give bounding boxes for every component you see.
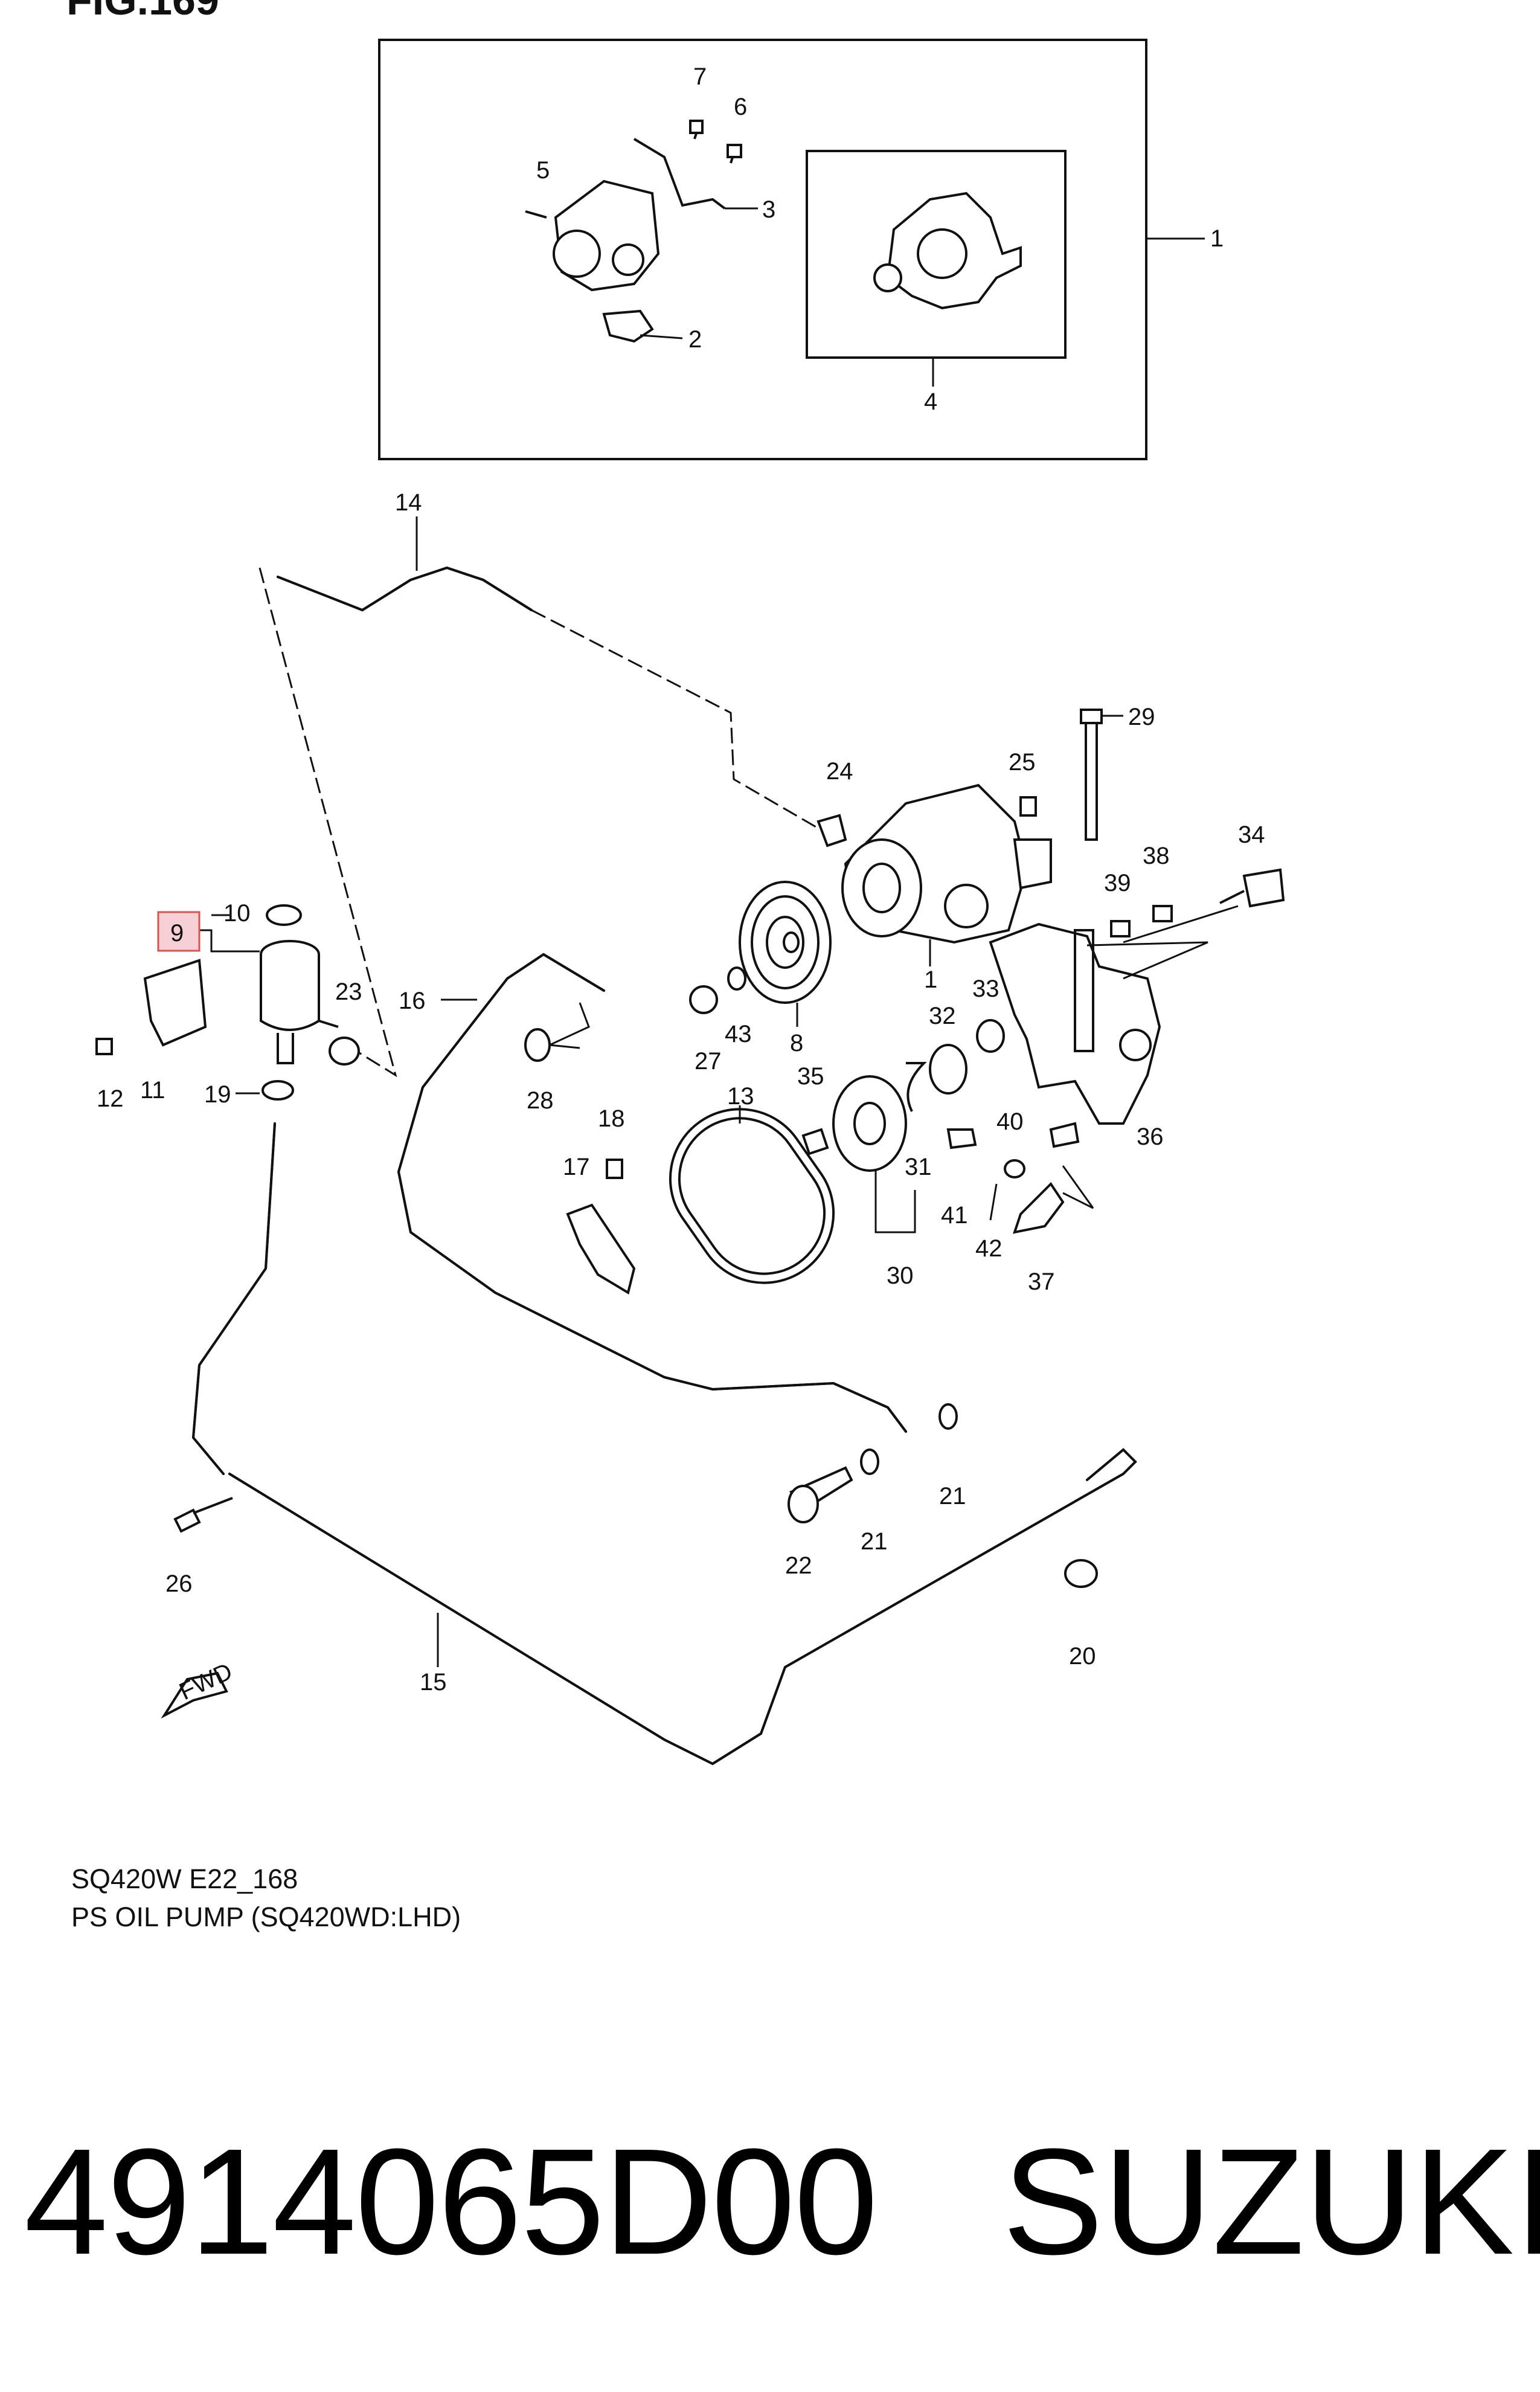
- callout-36: 36: [1137, 1124, 1164, 1150]
- highlight-box-9: [157, 911, 201, 952]
- callout-26: 26: [165, 1571, 193, 1597]
- callout-13: 13: [727, 1083, 754, 1110]
- callout-41: 41: [941, 1202, 968, 1229]
- callout-3: 3: [762, 196, 775, 223]
- callout-16: 16: [399, 988, 426, 1014]
- figure-label: FIG.169: [66, 0, 219, 24]
- callout-28: 28: [527, 1087, 554, 1114]
- callout-33: 33: [972, 976, 999, 1002]
- pump-subassembly-box: [806, 150, 1067, 359]
- nut-27: [689, 985, 718, 1014]
- bolt-34: [1242, 868, 1285, 908]
- parts-diagram-panel: FIG.169: [66, 0, 1285, 1932]
- callout-29: 29: [1128, 704, 1155, 730]
- bolt-35: [801, 1128, 829, 1156]
- callout-40: 40: [996, 1108, 1024, 1135]
- bolt-38: [1152, 905, 1173, 922]
- callout-17: 17: [563, 1154, 590, 1180]
- washer-21a: [860, 1448, 879, 1475]
- bolt-12: [95, 1038, 113, 1055]
- main-pump: [841, 783, 1052, 944]
- part-number: 4914065D00: [24, 2117, 878, 2286]
- washer-42: [1004, 1159, 1025, 1178]
- callout-18: 18: [598, 1105, 625, 1132]
- bolt-18: [606, 1159, 623, 1179]
- bolt-25: [1019, 796, 1037, 817]
- callout-21b: 21: [939, 1483, 966, 1509]
- bolt-26: [173, 1508, 201, 1533]
- callout-30: 30: [887, 1262, 914, 1289]
- bracket-17: [566, 1203, 636, 1295]
- reservoir-9: [260, 940, 339, 1064]
- callout-22: 22: [785, 1552, 812, 1579]
- callout-6: 6: [734, 94, 747, 120]
- bracket-37: [1013, 1182, 1065, 1234]
- hose-reservoir-return: [191, 1122, 276, 1475]
- callout-4: 4: [924, 388, 937, 415]
- callout-24: 24: [826, 758, 853, 785]
- callout-1-pump: 1: [924, 966, 937, 993]
- hose-14: [277, 566, 533, 612]
- washer-21b: [938, 1403, 958, 1430]
- inset-pump-assembly: [525, 120, 742, 343]
- idler-pulley-30: [832, 1075, 907, 1172]
- callout-11: 11: [140, 1077, 165, 1104]
- callout-27: 27: [695, 1048, 722, 1075]
- bolt-40: [1049, 1122, 1080, 1148]
- bolt-29: [1085, 718, 1098, 841]
- belt-13: [669, 1108, 835, 1284]
- assembly-inset-box: [378, 39, 1147, 460]
- washer-43: [727, 966, 746, 991]
- callout-10: 10: [223, 900, 251, 927]
- callout-39: 39: [1104, 870, 1131, 896]
- clamp-20: [1064, 1559, 1098, 1588]
- callout-15: 15: [420, 1669, 447, 1696]
- bracket-11: [143, 959, 207, 1047]
- callout-37: 37: [1028, 1268, 1055, 1295]
- return-line-15: [228, 1448, 1137, 1766]
- callout-14: 14: [395, 489, 422, 516]
- clamp-23: [329, 1037, 360, 1066]
- callout-32: 32: [929, 1003, 956, 1029]
- callout-19: 19: [204, 1081, 231, 1108]
- diagram-title: PS OIL PUMP (SQ420WD:LHD): [71, 1902, 461, 1932]
- callout-12: 12: [97, 1085, 124, 1112]
- callout-1: 1: [1210, 225, 1224, 252]
- callout-35: 35: [797, 1063, 824, 1090]
- callout-9: 9: [170, 920, 184, 947]
- callout-20: 20: [1069, 1643, 1096, 1670]
- callout-21a: 21: [861, 1528, 888, 1555]
- callout-43: 43: [725, 1021, 752, 1047]
- callout-31: 31: [905, 1154, 932, 1180]
- bolt-39: [1110, 920, 1131, 937]
- grommet-28: [524, 1028, 551, 1062]
- callout-42: 42: [975, 1235, 1003, 1262]
- clip-24: [817, 814, 847, 847]
- clamp-19: [261, 1080, 294, 1101]
- inset-pump-body: [873, 191, 1022, 310]
- callout-38: 38: [1143, 843, 1170, 869]
- callout-2: 2: [688, 326, 702, 353]
- diagram-code: SQ420W E22_168: [71, 1863, 298, 1894]
- parts-diagram: FWD 9 1 1 2 3 4 5 6 7 8 10 11 12 13 14 1…: [95, 39, 1285, 1766]
- fwd-arrow: [161, 1671, 228, 1719]
- bolt-41: [946, 1128, 977, 1149]
- callout-25: 25: [1009, 749, 1036, 776]
- callout-34: 34: [1238, 821, 1265, 848]
- callout-7: 7: [693, 63, 707, 90]
- callout-5: 5: [536, 157, 550, 184]
- callout-23: 23: [335, 979, 362, 1005]
- brand-name: SUZUKI: [1003, 2117, 1540, 2286]
- cap-10: [266, 904, 302, 926]
- pulley-8: [739, 881, 832, 1004]
- callout-8: 8: [790, 1030, 803, 1056]
